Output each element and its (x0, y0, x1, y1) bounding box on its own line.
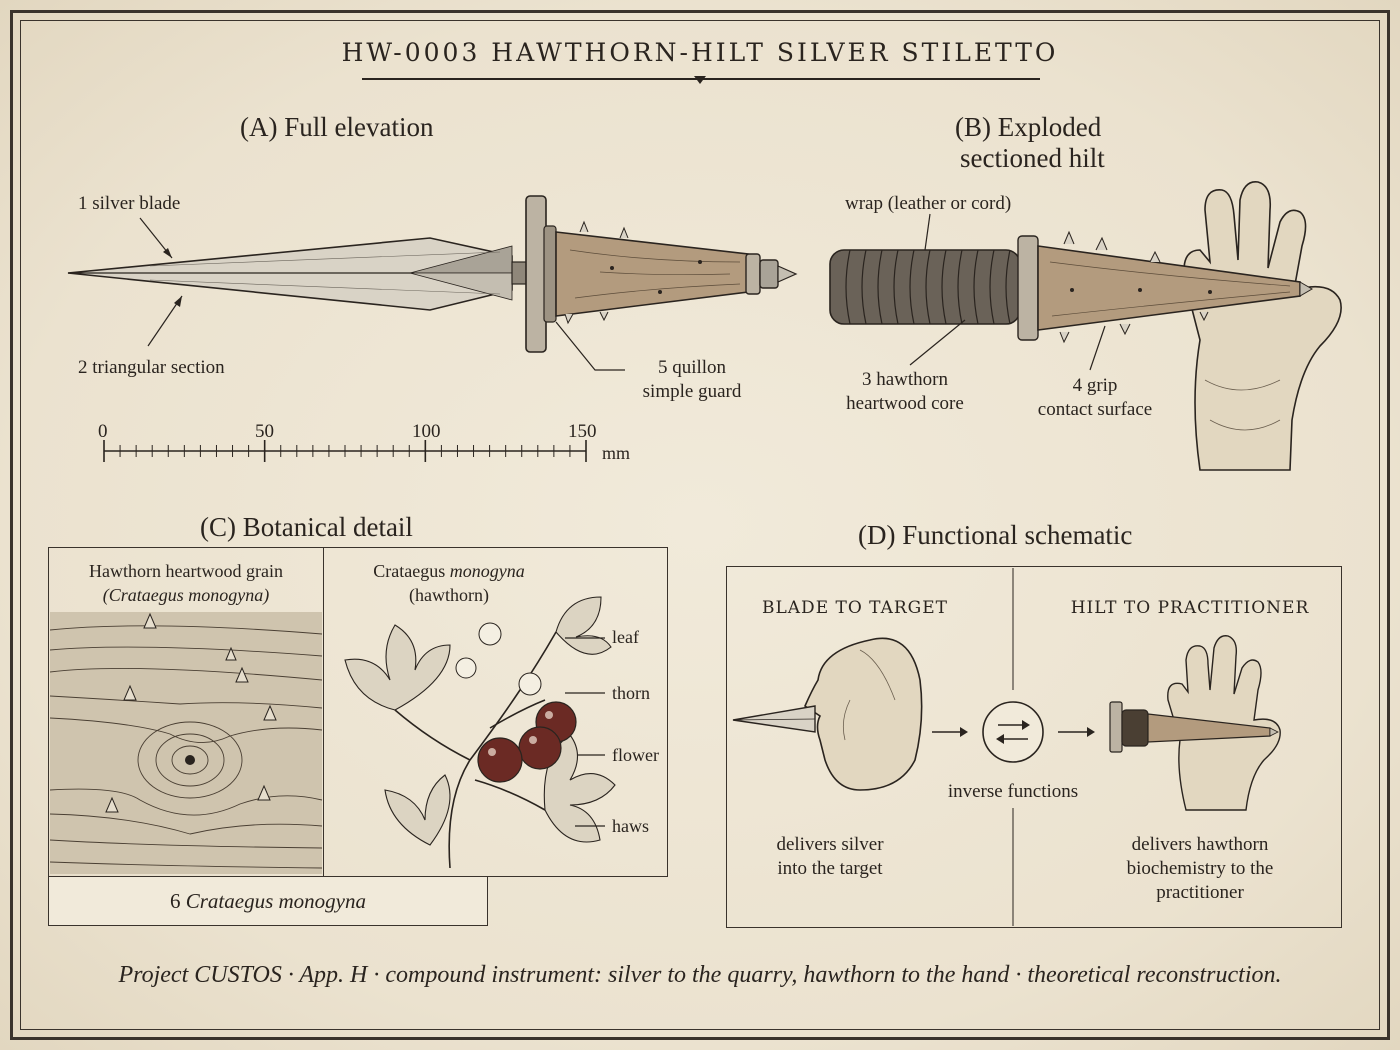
panel-b-heading-line1: (B) Exploded (955, 112, 1102, 142)
panel-a-heading: (A) Full elevation (240, 112, 434, 142)
page-title: HW-0003 HAWTHORN-HILT SILVER STILETTO (341, 38, 1059, 67)
footer-note: Project CUSTOS · App. H · compound instr… (118, 962, 1282, 988)
label-quillon-line1: 5 quillon (657, 357, 727, 378)
label-quillon: 5 quillon simple guard (622, 356, 762, 404)
label-core-line1: 3 hawthorn (861, 369, 948, 390)
schematic-frame (726, 566, 1342, 928)
right-caption-line1: delivers hawthorn (1131, 834, 1269, 855)
left-caption-line1: delivers silver (776, 834, 884, 855)
plant-part-thorn: thorn (612, 683, 650, 703)
schematic-left-title: BLADE TO TARGET (762, 598, 948, 618)
botanical-caption: 6 Crataegus monogyna (48, 888, 488, 914)
label-heartwood-core: 3 hawthorn heartwood core (830, 368, 980, 416)
scale-tick-150: 150 (568, 421, 597, 442)
panel-d-heading: (D) Functional schematic (858, 520, 1133, 550)
left-caption-line2: into the target (777, 857, 883, 879)
caption-number: 6 (170, 889, 181, 913)
caption-species: Crataegus monogyna (185, 889, 366, 913)
label-triangular-section: 2 triangular section (78, 357, 225, 378)
grain-title: Hawthorn heartwood grain (89, 561, 283, 581)
plant-part-flower: flower (612, 745, 659, 765)
scale-tick-0: 0 (98, 421, 108, 442)
label-core-line2: heartwood core (846, 392, 964, 414)
schematic-right-caption: delivers hawthorn biochemistry to the pr… (1100, 833, 1300, 904)
outer-frame (10, 10, 1390, 1040)
scale-tick-100: 100 (412, 421, 441, 442)
plant-name: Crataegus monogyna (324, 560, 574, 583)
label-silver-blade: 1 silver blade (78, 193, 181, 214)
grain-species: (Crataegus monogyna) (102, 585, 270, 605)
label-grip-line1: 4 grip (1072, 375, 1118, 396)
inner-frame (20, 20, 1380, 1030)
right-caption-line3: practitioner (1156, 881, 1244, 903)
inverse-functions-label: inverse functions (947, 781, 1079, 802)
scale-unit: mm (602, 443, 631, 463)
schematic-left-caption: delivers silver into the target (740, 833, 920, 881)
title-ornament (694, 76, 706, 88)
botanical-caption-box (48, 876, 488, 926)
right-caption-line2: biochemistry to the (1126, 857, 1274, 879)
label-grip-line2: contact surface (1037, 398, 1153, 420)
schematic-right-title: HILT TO PRACTITIONER (1070, 598, 1310, 618)
plant-genus: Crataegus (373, 561, 446, 581)
panel-c-heading: (C) Botanical detail (200, 512, 413, 542)
scale-tick-50: 50 (255, 421, 274, 442)
label-grip-surface: 4 grip contact surface (1025, 374, 1165, 422)
plant-part-haws: haws (612, 816, 649, 836)
plant-common-name: (hawthorn) (409, 585, 489, 605)
panel-b-heading-line2: sectioned hilt (960, 143, 1105, 173)
plant-part-leaf: leaf (612, 627, 639, 647)
label-wrap: wrap (leather or cord) (845, 193, 1012, 214)
label-quillon-line2: simple guard (642, 380, 742, 402)
plant-species: monogyna (449, 561, 525, 581)
